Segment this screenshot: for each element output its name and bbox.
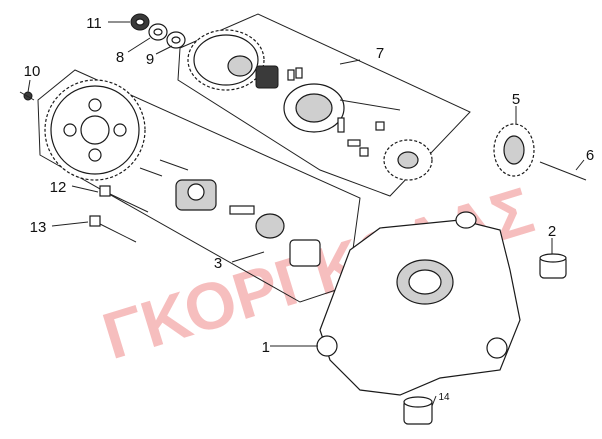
callout-8: 8: [116, 49, 124, 66]
large-gear: [44, 79, 146, 181]
crankcase: [316, 211, 521, 396]
callout-7: 7: [376, 45, 384, 62]
callout-9: 9: [146, 51, 154, 68]
callout-13: 13: [30, 219, 47, 236]
oil-pump: [139, 159, 321, 267]
sleeve-2: [539, 253, 567, 279]
callout-6: 6: [586, 147, 594, 164]
callout-10: 10: [24, 63, 41, 80]
callout-3: 3: [214, 255, 222, 272]
callout-11: 11: [86, 15, 102, 32]
callout-1: 1: [262, 339, 270, 356]
leader-lines: [27, 21, 585, 407]
pin-10: [19, 91, 35, 101]
group-outline-7: [177, 13, 471, 197]
callout-14: 14: [438, 392, 450, 403]
callout-12: 12: [50, 179, 67, 196]
gear-5: [493, 123, 535, 177]
top-gear: [187, 29, 433, 181]
shaft-6: [539, 161, 587, 181]
bushing-14: [403, 396, 433, 425]
callout-5: 5: [512, 91, 520, 108]
callout-2: 2: [548, 223, 556, 240]
washers: [130, 13, 186, 49]
callouts: 1 2 3 5 6 7 8 9 10 11 12 13 14: [24, 15, 595, 403]
bolts: [89, 185, 149, 243]
